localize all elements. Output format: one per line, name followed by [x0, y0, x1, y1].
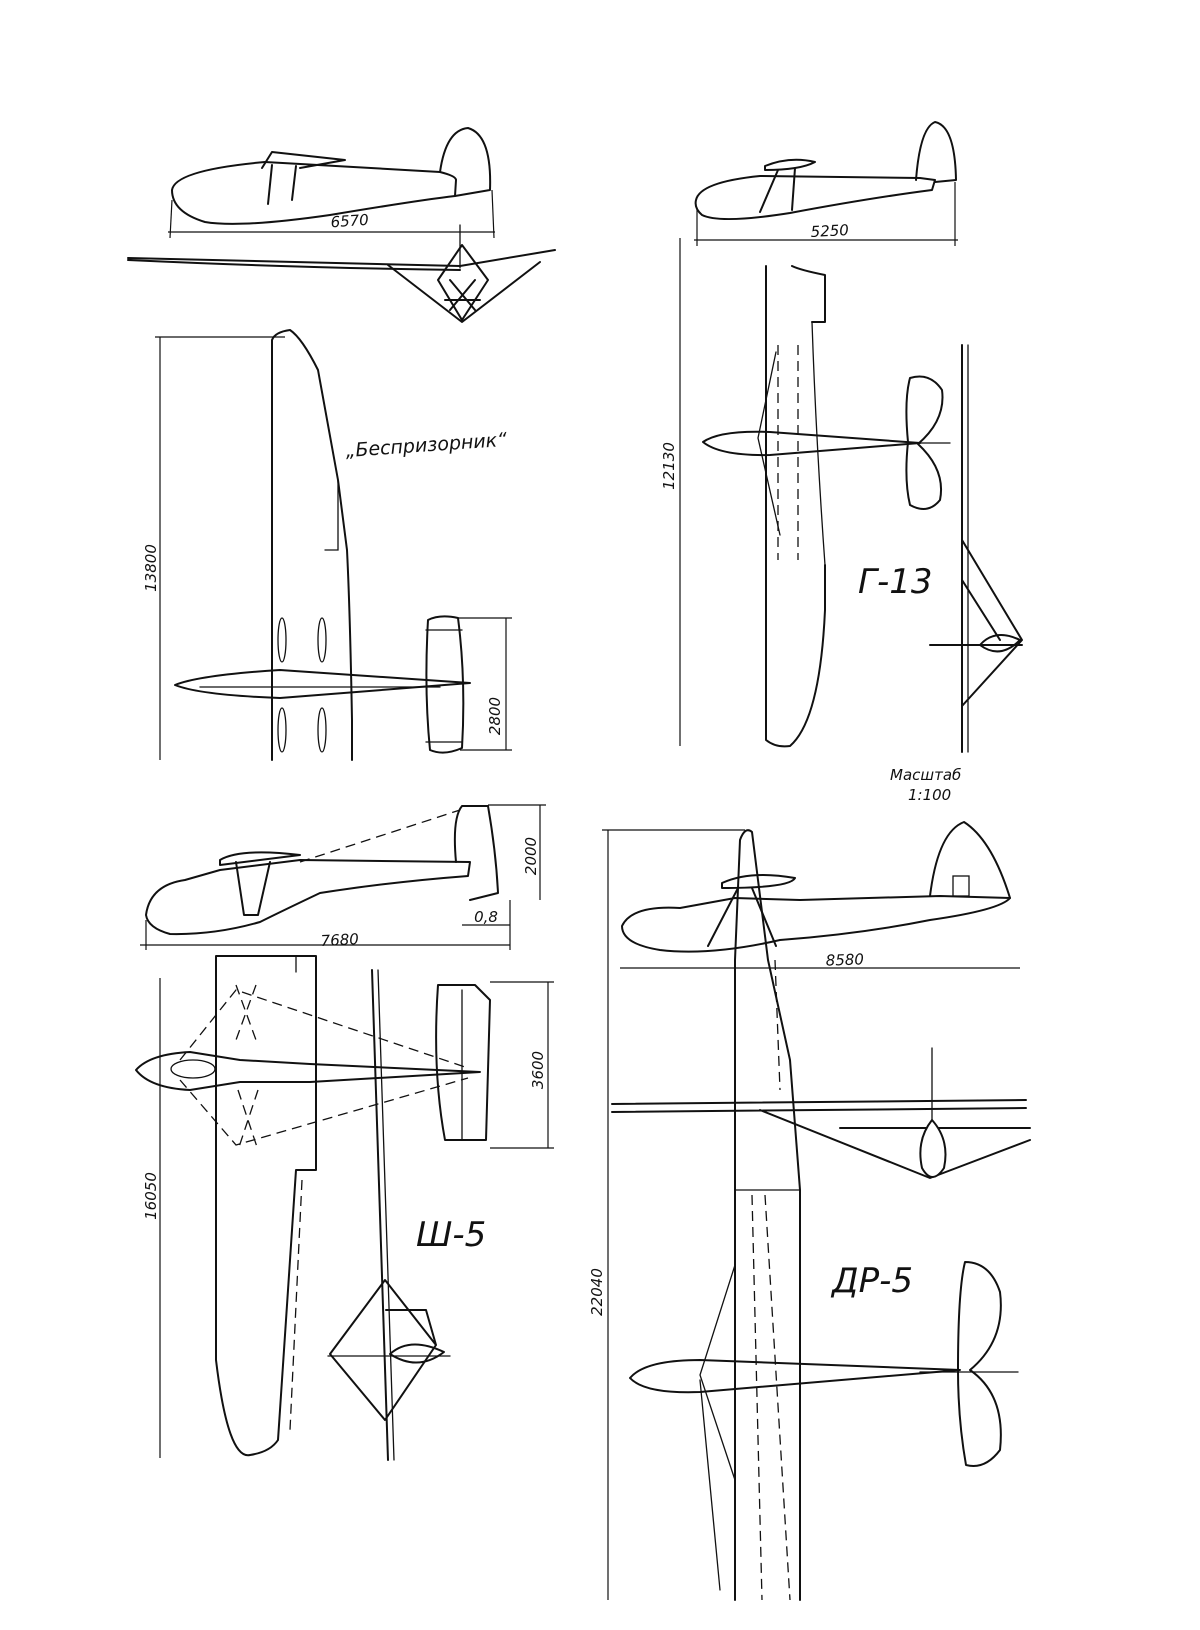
besprizornik-tail-span-label: 2800	[486, 697, 504, 735]
sh5-fuselage	[145, 859, 471, 936]
besprizornik-length-tick-left	[169, 199, 173, 239]
sh5-side-view: 7680 2000 0,8	[140, 804, 546, 950]
dr5-fin	[929, 821, 1011, 899]
besprizornik-length-label: 6570	[330, 211, 369, 232]
sh5-rigging-top	[179, 989, 469, 1146]
besprizornik-fin	[439, 127, 492, 197]
dr5-side-view: 8580	[620, 821, 1020, 970]
g13-strut	[759, 169, 779, 213]
sh5-front-rigging	[329, 1279, 437, 1421]
scale-value: 1:100	[908, 786, 951, 804]
sh5-drawing: 7680 2000 0,8 3600 16050 Ш-5	[135, 804, 554, 1461]
sh5-front-wing-edge	[377, 969, 395, 1461]
dr5-aileron	[774, 959, 781, 1091]
g13-wing-side	[764, 158, 816, 171]
sh5-fin	[453, 805, 499, 901]
besprizornik-strut-slot-1	[277, 617, 287, 663]
g13-drawing: 5250 12130 Г-13	[660, 121, 1023, 753]
besprizornik-boom	[174, 669, 471, 699]
dr5-struts	[707, 887, 777, 947]
sh5-top-view: 3600 16050 Ш-5	[135, 955, 554, 1458]
sh5-tail-offset-label: 0,8	[474, 908, 498, 926]
dr5-wing-top	[734, 829, 801, 1601]
sh5-wing-side	[219, 851, 301, 866]
dr5-tailplane	[957, 1261, 1002, 1467]
dr5-front-view	[611, 1047, 1031, 1179]
besprizornik-strut-1	[267, 164, 273, 205]
dr5-front-rigging	[759, 1109, 1031, 1179]
dr5-front-wing	[611, 1099, 1027, 1113]
g13-front-rigging	[929, 539, 1023, 707]
g13-wing-trailing-edge	[811, 321, 826, 566]
besprizornik-wing-top	[271, 329, 353, 761]
scale-note: Масштаб 1:100	[890, 766, 961, 804]
g13-top-view: 12130 Г-13	[660, 238, 951, 748]
besprizornik-front-view	[127, 224, 556, 323]
besprizornik-title: „Беспризорник“	[345, 429, 508, 462]
g13-span-label: 12130	[660, 442, 678, 490]
g13-tailplane	[905, 375, 944, 510]
sh5-wing-struts	[235, 984, 259, 1151]
besprizornik-front-wing	[127, 249, 556, 271]
g13-fin	[915, 121, 957, 183]
besprizornik-tailplane	[425, 615, 465, 754]
g13-front-view	[929, 344, 1023, 753]
sh5-length-label: 7680	[320, 930, 359, 950]
sh5-rigging-side	[299, 809, 461, 863]
sh5-strut	[235, 861, 271, 916]
besprizornik-drawing: 6570 13800 2800 „Бе	[127, 127, 556, 761]
dr5-span-label: 22040	[588, 1268, 606, 1316]
dr5-boom	[629, 1359, 961, 1394]
g13-fuselage	[694, 175, 936, 220]
besprizornik-top-view: 13800 2800 „Беспризорник“	[142, 329, 512, 761]
g13-wing-top	[765, 265, 826, 748]
scale-label: Масштаб	[890, 766, 961, 784]
dr5-front-nacelle	[919, 1119, 947, 1178]
sh5-cockpit	[170, 1059, 216, 1079]
besprizornik-wing-side	[261, 151, 346, 169]
sh5-boom	[135, 1051, 481, 1091]
g13-length-label: 5250	[810, 221, 849, 241]
g13-boom	[702, 430, 921, 457]
g13-front-nacelle	[979, 634, 1021, 653]
dr5-fin-detail	[952, 875, 970, 897]
sh5-tail-height-label: 2000	[522, 837, 540, 875]
besprizornik-strut-slot-2	[317, 617, 327, 663]
besprizornik-aileron-line	[324, 479, 339, 551]
sh5-tail-span-label: 3600	[529, 1051, 547, 1089]
besprizornik-length-tick-right	[491, 189, 495, 239]
sh5-tailplane	[435, 984, 491, 1141]
besprizornik-fuselage	[171, 161, 457, 225]
sh5-wing-top	[215, 955, 317, 1457]
besprizornik-strut-slot-3	[277, 707, 287, 753]
g13-brace-lines	[757, 351, 781, 536]
sh5-front-nacelle	[389, 1343, 445, 1364]
g13-title: Г-13	[858, 562, 932, 602]
besprizornik-strut-2	[291, 165, 297, 201]
besprizornik-strut-slot-4	[317, 707, 327, 753]
g13-side-view: 5250	[694, 121, 958, 246]
dr5-brace-lines	[699, 1264, 736, 1591]
dr5-spars	[751, 1194, 791, 1601]
sh5-span-label: 16050	[142, 1172, 160, 1220]
dr5-fuselage	[621, 895, 1011, 953]
dr5-title: ДР-5	[830, 1261, 913, 1301]
sh5-aileron	[289, 1179, 303, 1431]
besprizornik-side-view: 6570	[168, 127, 495, 239]
g13-strut-2	[791, 167, 796, 211]
sh5-title: Ш-5	[416, 1215, 486, 1255]
sh5-front-view	[327, 969, 451, 1461]
dr5-top-view: 22040 ДР-5	[588, 829, 1019, 1601]
besprizornik-front-rigging	[387, 244, 541, 323]
dr5-wing-side	[721, 874, 796, 889]
besprizornik-span-label: 13800	[142, 544, 160, 592]
sh5-front-wing	[371, 969, 389, 1461]
dr5-drawing: Масштаб 1:100 8580 22040 ДР-5	[588, 766, 1031, 1601]
dr5-length-label: 8580	[825, 950, 864, 969]
